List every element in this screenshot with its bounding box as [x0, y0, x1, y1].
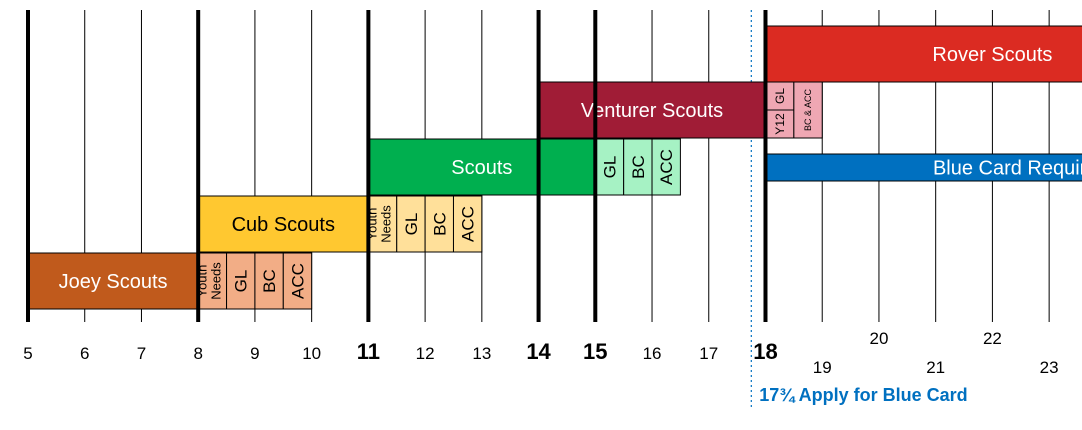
section-blocks: Joey Scouts Cub Scouts Scouts Venturer Scou…: [27, 25, 1082, 310]
transition-label-gl: GL: [232, 270, 251, 293]
transition-cell-5: [396, 195, 426, 253]
age-label-20: 20: [869, 329, 888, 348]
section-label-blue-card-required: Blue Card Required: [933, 158, 1082, 180]
section-bar-cub-scouts: [197, 195, 369, 253]
age-label-11: 11: [357, 339, 380, 364]
section-label-joey-scouts: Joey Scouts: [59, 271, 168, 293]
venturer-transition-y12-cell: [764, 109, 795, 139]
section-label-scouts: Scouts: [451, 157, 512, 179]
section-bar-joey-scouts: [27, 252, 199, 310]
section-bar-venturer-scouts: [538, 81, 766, 139]
section-rover-scouts: Rover Scouts: [764, 25, 1082, 83]
section-label-cub-scouts: Cub Scouts: [232, 214, 335, 236]
venturer-transition-label-bc-acc: BC & ACC: [803, 88, 813, 131]
age-label-19: 19: [813, 358, 832, 377]
age-label-5: 5: [23, 344, 32, 363]
section-bar-blue-card-required: [764, 153, 1082, 182]
age-label-9: 9: [250, 344, 259, 363]
transition-cell-9: [623, 138, 653, 196]
major-gridlines: [26, 10, 768, 322]
transition-cell-0: [197, 252, 228, 310]
age-label-8: 8: [193, 344, 202, 363]
venturer-transition-label-y12: Y12: [773, 113, 787, 135]
transition-label-acc: ACC: [459, 206, 478, 242]
transition-label-acc: ACC: [288, 263, 307, 299]
transition-cell-6: [424, 195, 454, 253]
age-labels: 5678910111213141516171820222426192123252…: [23, 329, 1059, 377]
venturer-transition-bc-acc-cell: [793, 81, 823, 139]
age-label-23: 23: [1040, 358, 1059, 377]
transition-label-gl: GL: [600, 156, 619, 179]
transition-label-acc: ACC: [657, 149, 676, 185]
age-label-21: 21: [926, 358, 945, 377]
transition-label-gl: GL: [402, 213, 421, 236]
transition-label-needs: Needs: [208, 262, 223, 300]
transition-cell-3: [282, 252, 313, 310]
section-blue-card-required: Blue Card Required: [764, 153, 1082, 182]
age-label-13: 13: [472, 344, 491, 363]
section-bar-rover-scouts: [764, 25, 1082, 83]
section-scouts: Scouts: [367, 138, 596, 196]
age-label-14: 14: [526, 339, 551, 364]
age-label-7: 7: [137, 344, 146, 363]
age-label-22: 22: [983, 329, 1002, 348]
section-label-venturer-scouts: Venturer Scouts: [581, 100, 723, 122]
transition-label-needs: Needs: [379, 205, 394, 243]
transition-cell-8: [594, 138, 625, 196]
age-label-6: 6: [80, 344, 89, 363]
age-label-17: 17: [699, 344, 718, 363]
section-venturer-scouts: Venturer Scouts: [538, 81, 766, 139]
age-label-10: 10: [302, 344, 321, 363]
age-label-12: 12: [416, 344, 435, 363]
age-label-18: 18: [753, 339, 777, 364]
section-label-rover-scouts: Rover Scouts: [932, 44, 1052, 66]
transition-label-bc: BC: [430, 212, 449, 236]
section-cub-scouts: Cub Scouts: [197, 195, 369, 253]
transition-cell-2: [254, 252, 284, 310]
transition-cell-4: [367, 195, 398, 253]
transition-cell-7: [452, 195, 483, 253]
section-bar-scouts: [367, 138, 596, 196]
apply-for-blue-card-note: 17¾ Apply for Blue Card: [759, 385, 967, 405]
section-joey-scouts: Joey Scouts: [27, 252, 199, 310]
age-label-16: 16: [643, 344, 662, 363]
transition-label-bc: BC: [629, 155, 648, 179]
transition-cell-10: [651, 138, 681, 196]
venturer-transition-label-gl: GL: [773, 88, 787, 104]
age-label-15: 15: [583, 339, 607, 364]
transition-cell-1: [226, 252, 256, 310]
transition-label-bc: BC: [260, 269, 279, 293]
